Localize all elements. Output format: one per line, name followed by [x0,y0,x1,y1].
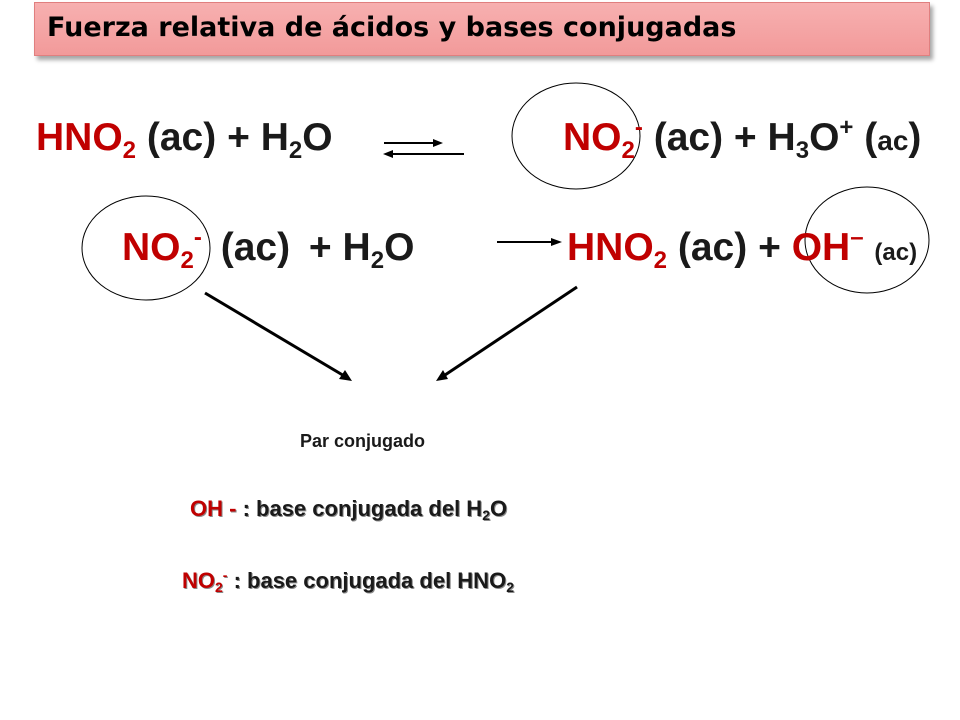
equation-2: NO2- (ac) + H2O [122,224,415,274]
eq1-plus-1: + [227,116,250,159]
eq2-state-2: (ac) [677,226,748,269]
eq1-h3o: H3O+ [767,114,854,164]
circle-no2-eq1 [511,82,641,190]
eq2-no2: NO2- [122,224,202,274]
pointer-arrow-left [204,291,352,381]
eq1-state-1: (ac) [146,116,217,159]
eq1-state-2: (ac) [653,116,724,159]
equation-1: HNO2 (ac) + H2O [36,116,333,164]
reaction-arrow [497,238,562,246]
circle-no2-eq2 [81,195,211,301]
eq1-no2: NO2- [563,114,643,164]
eq2-plus-1: + [308,226,332,269]
title-banner: Fuerza relativa de ácidos y bases conjug… [34,2,930,56]
eq2-plus-2: + [758,226,781,269]
eq1-state-3: (ac) [864,116,922,159]
par-conjugado-label: Par conjugado [300,431,426,451]
eq1-h2o: H2O [260,116,333,164]
eq1-hno2: HNO2 [36,116,137,164]
eq2-state-3: (ac) [874,239,918,266]
eq2-hno2: HNO2 [567,226,668,274]
definition-no2: NO2- : base conjugada del HNO2 [182,567,514,595]
equation-2-products: HNO2 (ac) + OH– (ac) [567,224,918,274]
equation-1-products: NO2- (ac) + H3O+ (ac) [563,114,922,164]
definition-oh: OH - : base conjugada del H2O [190,496,508,523]
pointer-arrow-right [436,285,578,381]
circle-oh-eq2 [804,186,930,294]
eq1-plus-2: + [733,116,757,159]
equilibrium-arrows [383,139,464,158]
eq2-h2o: H2O [342,226,415,274]
eq2-state-1: (ac) [220,226,291,269]
slide-title: Fuerza relativa de ácidos y bases conjug… [47,12,737,43]
eq2-oh: OH– [791,224,864,270]
